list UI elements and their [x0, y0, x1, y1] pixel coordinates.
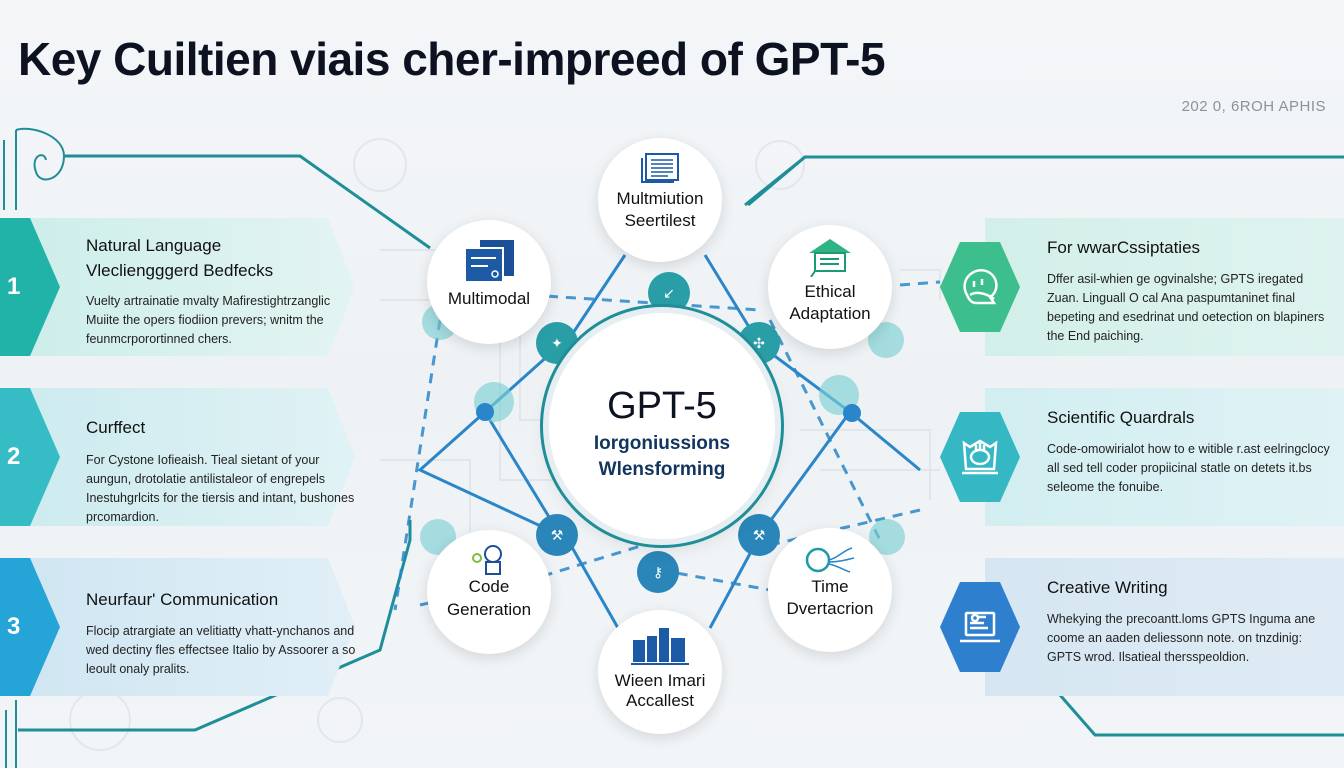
- document-stack-icon: [464, 240, 514, 283]
- node-label-line-2: Adaptation: [789, 304, 871, 323]
- newspaper-icon: [641, 153, 679, 183]
- node-label-line-2: Seertilest: [624, 211, 696, 230]
- node-time: Time Dvertacrion: [768, 528, 892, 652]
- hub-line-1: Iorgoniussions: [593, 433, 731, 454]
- page-subtitle: 202 0, 6ROH APHIS: [1181, 98, 1326, 115]
- robot-icon: [472, 545, 502, 575]
- panel-title: Natural Language: [86, 236, 222, 255]
- right-panel-2: Scientific Quardrals Code-omowirialot ho…: [940, 388, 1344, 526]
- key-icon: ⚷: [652, 563, 664, 580]
- house-icon: [809, 239, 851, 277]
- tool-icon: ⚒: [752, 526, 766, 543]
- node-label-line-2: Accallest: [625, 691, 695, 710]
- panel-description: Vuelty artrainatie mvalty Mafirestightrz…: [86, 294, 331, 346]
- gpt5-hub: GPT-5 Iorgoniussions Wlensforming: [549, 313, 775, 539]
- connector-node-bottom: ⚷: [637, 551, 679, 593]
- node-label-line-2: Dvertacrion: [786, 599, 874, 618]
- panel-band: [985, 218, 1344, 356]
- node-label-line-1: Multmiution: [616, 189, 704, 208]
- panel-title: Scientific Quardrals: [1047, 408, 1195, 427]
- left-panel-2: 2 Curffect For Cystone Iofieaish. Tieal …: [0, 388, 380, 526]
- hub-line-2: Wlensforming: [598, 459, 726, 480]
- node-label-line-1: Wieen Imari: [614, 671, 706, 690]
- connector-node-bottom-left: ⚒: [536, 514, 578, 556]
- panel-description: Dffer asil-whien ge ogvinalshe; GPTS ire…: [1047, 272, 1325, 343]
- node-code: Code Generation: [427, 530, 551, 654]
- panel-title: For wwarCssiptaties: [1047, 238, 1201, 257]
- right-panel-1: For wwarCssiptaties Dffer asil-whien ge …: [940, 218, 1344, 356]
- panel-description: For Cystone Iofieaish. Tieal sietant of …: [86, 453, 355, 524]
- node-ethical: Ethical Adaptation: [768, 225, 892, 349]
- panel-subtitle: Vlecliengggerd Bedfecks: [86, 261, 274, 280]
- node-label-line-1: Code: [468, 577, 510, 596]
- panel-description: Flocip atrargiate an velitiatty vhatt-yn…: [86, 624, 356, 676]
- sparkle-icon: ✣: [753, 334, 765, 351]
- page-title: Key Cuiltien viais cher-impreed of GPT-5: [18, 33, 886, 85]
- link-icon: ↙: [663, 284, 675, 301]
- panel-title: Curffect: [86, 418, 146, 437]
- panel-band: [20, 218, 355, 356]
- node-label: Multimodal: [447, 289, 531, 308]
- panel-description: Whekying the precoantt.loms GPTS Inguma …: [1047, 612, 1316, 664]
- bar-chart-icon: [631, 628, 689, 665]
- left-panel-3: 3 Neurfaur' Communication Flocip atrargi…: [0, 558, 380, 696]
- magnifier-icon: [805, 547, 855, 573]
- panel-band: [985, 388, 1344, 526]
- panel-title: Neurfaur' Communication: [86, 590, 279, 609]
- left-panel-1: 1 Natural Language Vlecliengggerd Bedfec…: [0, 218, 380, 356]
- node-multimodal: Multimodal: [427, 220, 551, 344]
- node-wieen: Wieen Imari Accallest: [598, 610, 722, 734]
- node-label-line-2: Generation: [446, 600, 532, 619]
- hub-title: GPT-5: [607, 385, 717, 427]
- tool-icon: ⚒: [550, 526, 564, 543]
- panel-band: [20, 558, 355, 696]
- connector-node-bottom-right: ⚒: [738, 514, 780, 556]
- connector-node-top: ↙: [648, 272, 690, 314]
- node-label-line-1: Ethical: [804, 282, 856, 301]
- gear-icon: ✦: [551, 334, 563, 351]
- panel-description: Code-omowirialot how to e witible r.ast …: [1047, 442, 1330, 494]
- node-multimution: Multmiution Seertilest: [598, 138, 722, 262]
- right-panel-3: Creative Writing Whekying the precoantt.…: [940, 558, 1344, 696]
- panel-band: [20, 388, 355, 526]
- panel-title: Creative Writing: [1047, 578, 1168, 597]
- panel-band: [985, 558, 1344, 696]
- node-label-line-1: Time: [811, 577, 849, 596]
